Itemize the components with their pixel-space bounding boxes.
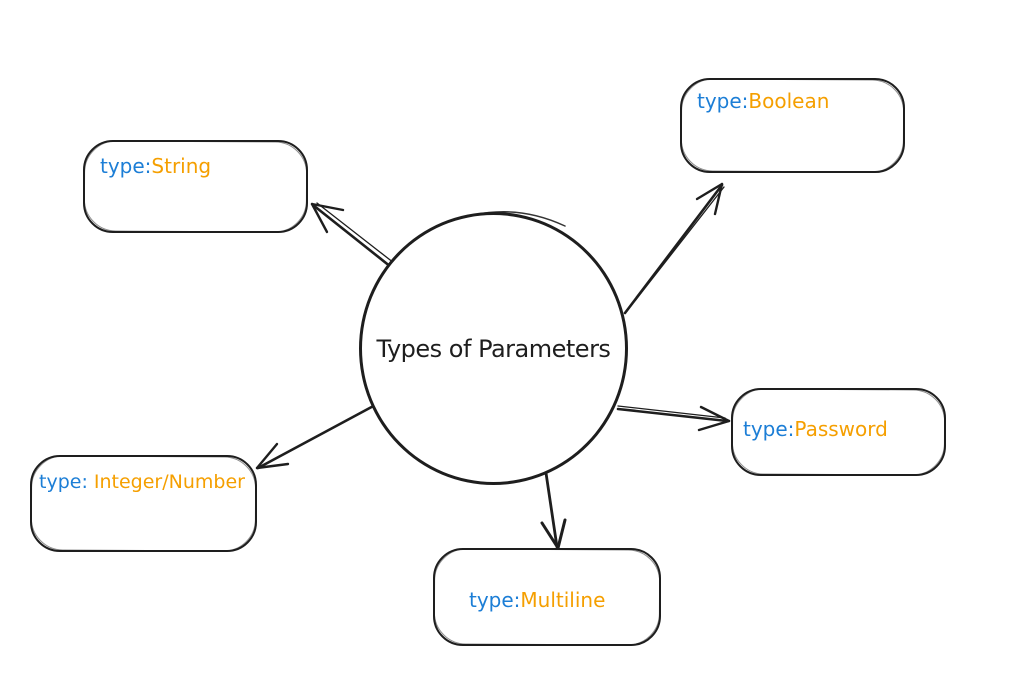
type-prefix: type: [469, 588, 521, 612]
node-multiline[interactable]: type:Multiline [433, 548, 661, 646]
node-password[interactable]: type:Password [731, 388, 946, 476]
node-label: type: Integer/Number [39, 471, 245, 493]
type-value: Boolean [748, 89, 830, 113]
arrow-center-to-integer[interactable] [255, 401, 381, 470]
type-value: Password [794, 417, 888, 441]
node-label: type:Boolean [697, 89, 829, 113]
type-prefix: type: [697, 89, 749, 113]
center-node[interactable]: Types of Parameters [359, 212, 628, 485]
type-value: Integer/Number [93, 471, 245, 493]
arrow-center-to-boolean[interactable] [623, 182, 725, 315]
type-prefix: type: [39, 471, 94, 493]
type-value: Multiline [520, 588, 606, 612]
node-boolean[interactable]: type:Boolean [680, 78, 905, 173]
type-prefix: type: [743, 417, 795, 441]
type-prefix: type: [100, 154, 152, 178]
type-value: String [151, 154, 212, 178]
node-string[interactable]: type:String [83, 140, 308, 233]
arrow-center-to-multiline[interactable] [540, 471, 567, 550]
arrow-center-to-string[interactable] [310, 202, 395, 269]
node-label: type:Multiline [469, 588, 605, 612]
node-integer[interactable]: type: Integer/Number [30, 455, 257, 552]
node-label: type:Password [743, 417, 888, 441]
node-label: type:String [100, 154, 211, 178]
arrow-center-to-password[interactable] [616, 405, 731, 432]
center-node-label: Types of Parameters [376, 334, 611, 363]
